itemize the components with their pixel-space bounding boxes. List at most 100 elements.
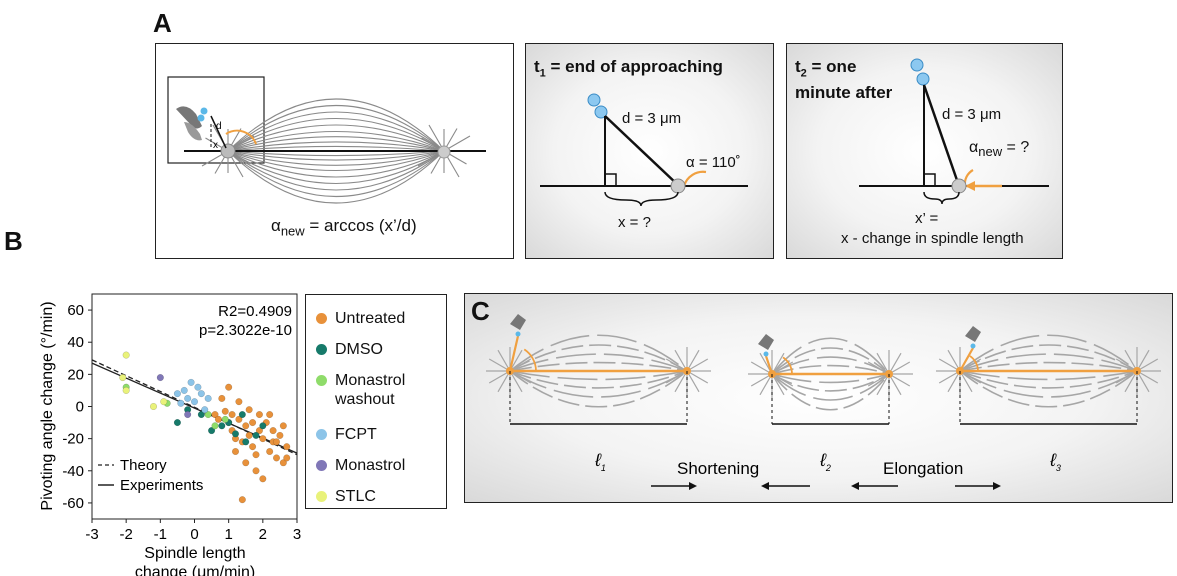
- box2-d-label: d = 3 μm: [622, 110, 682, 127]
- y-tick-label: 0: [76, 399, 84, 416]
- y-tick-label: 20: [67, 366, 84, 383]
- panel-label-a: A: [153, 8, 172, 38]
- untreated-point: [245, 431, 253, 439]
- one-minute-after-box: t2 = one minute after d = 3 μm αnew = ? …: [786, 43, 1063, 259]
- dmso-point: [218, 422, 226, 430]
- fcpt-point: [187, 378, 195, 386]
- untreated-point: [218, 394, 226, 403]
- y-tick-label: -40: [62, 463, 84, 480]
- chart-xlabel-line2: change (μm/min): [135, 564, 255, 576]
- untreated-point: [252, 451, 260, 459]
- legend-experiments: Experiments: [120, 477, 203, 494]
- stlc-point: [149, 402, 158, 411]
- legend-label: Monastrol: [335, 457, 406, 474]
- monastrol-washout-point: [221, 415, 229, 423]
- untreated-point: [235, 398, 243, 406]
- arccos-formula: αnew = arccos (x’/d): [271, 216, 417, 239]
- legend-item: STLC: [316, 487, 376, 506]
- x-tick-label: -3: [85, 526, 98, 543]
- l2-label: ℓ2: [819, 450, 831, 473]
- untreated-point: [279, 422, 287, 430]
- box3-x-label-line2: x - change in spindle length: [841, 230, 1024, 247]
- legend-item: Monastrol: [316, 456, 405, 475]
- legend-label: STLC: [335, 488, 376, 505]
- untreated-point: [238, 496, 246, 504]
- untreated-point: [235, 415, 243, 423]
- legend-swatch: [316, 313, 327, 324]
- legend-label: Untreated: [335, 310, 406, 327]
- untreated-point: [255, 427, 263, 435]
- y-tick-label: 60: [67, 302, 84, 319]
- legend-label: Monastrol washout: [335, 372, 406, 408]
- inset-d-label: d: [216, 121, 222, 132]
- fcpt-point: [180, 386, 188, 394]
- x-tick-label: 1: [224, 526, 232, 543]
- legend-theory: Theory: [120, 457, 167, 474]
- untreated-point: [283, 443, 291, 451]
- untreated-point: [228, 410, 236, 419]
- dmso-point: [173, 419, 181, 427]
- untreated-point: [242, 459, 250, 467]
- untreated-point: [259, 435, 267, 443]
- fcpt-point: [173, 390, 181, 398]
- fcpt-point: [194, 383, 202, 391]
- l3-label: ℓ3: [1049, 450, 1061, 473]
- fcpt-point: [177, 399, 185, 407]
- spindle-length-box: C Shortening Elongation ℓ1 ℓ2 ℓ3: [464, 293, 1173, 503]
- spindle-illustration: d x: [167, 76, 486, 204]
- x-tick-label: 0: [190, 526, 198, 543]
- dmso-point: [231, 430, 240, 438]
- spindle-overview-box: d x αnew = arccos (x’/d): [155, 43, 514, 259]
- elongation-label: Elongation: [883, 459, 963, 478]
- x-tick-label: 3: [293, 526, 301, 543]
- untreated-point: [279, 459, 287, 467]
- untreated-point: [283, 454, 291, 462]
- legend-item: Untreated: [316, 309, 405, 328]
- monastrol-washout-point: [211, 422, 219, 430]
- untreated-point: [272, 454, 281, 462]
- monastrol-point: [156, 374, 164, 382]
- legend-item: Monastrol washout: [316, 371, 405, 409]
- panel-label-b: B: [4, 226, 23, 256]
- monastrol-point: [184, 410, 192, 419]
- after-geometry: [859, 58, 1049, 205]
- inset-x-label: x: [213, 140, 218, 151]
- dmso-point: [208, 427, 216, 435]
- legend-label: FCPT: [335, 426, 377, 443]
- approach-end-box: t1 = end of approaching d = 3 μm α = 110…: [525, 43, 774, 259]
- box3-title: t2 = one minute after: [795, 57, 893, 103]
- y-tick-label: -60: [62, 495, 84, 512]
- dmso-point: [242, 438, 250, 446]
- x-tick-label: -2: [119, 526, 132, 543]
- untreated-point: [272, 438, 281, 446]
- legend-swatch: [316, 344, 327, 355]
- stlc-point: [122, 386, 130, 394]
- dmso-point: [259, 422, 267, 430]
- dmso-point: [197, 410, 205, 419]
- untreated-point: [259, 475, 267, 483]
- untreated-point: [255, 410, 263, 419]
- untreated-point: [221, 407, 229, 415]
- fcpt-point: [204, 394, 212, 403]
- spindle-comparison: Shortening Elongation ℓ1 ℓ2 ℓ3: [486, 314, 1161, 490]
- untreated-point: [231, 447, 240, 456]
- fcpt-point: [197, 390, 205, 398]
- untreated-point: [245, 406, 253, 414]
- untreated-point: [242, 422, 250, 430]
- x-tick-label: -1: [154, 526, 167, 543]
- chart-stat-p: p=2.3022e-10: [199, 322, 292, 339]
- untreated-point: [266, 447, 274, 456]
- untreated-point: [225, 383, 233, 391]
- box2-title: t1 = end of approaching: [534, 57, 723, 80]
- untreated-point: [276, 431, 284, 439]
- stlc-point: [119, 374, 127, 382]
- l1-label: ℓ1: [594, 450, 606, 473]
- stlc-point: [160, 398, 168, 406]
- shortening-label: Shortening: [677, 459, 759, 478]
- chart-stat-r2: R2=0.4909: [218, 303, 292, 320]
- box3-d-label: d = 3 μm: [942, 106, 1002, 123]
- untreated-point: [211, 410, 219, 419]
- legend-label: DMSO: [335, 341, 383, 358]
